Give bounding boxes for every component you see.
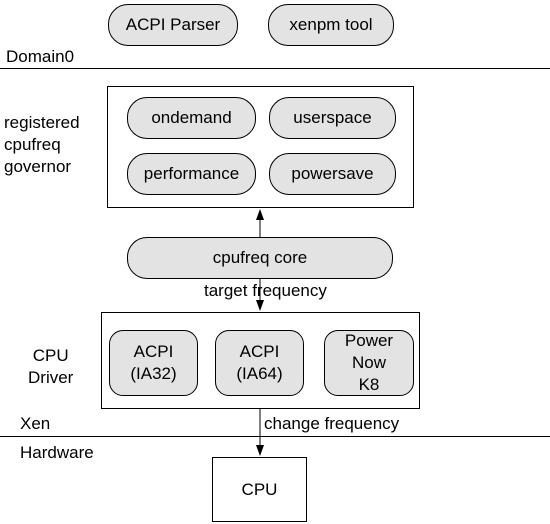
cpu-driver-frame [101, 312, 420, 409]
arrow-core-to-driver [256, 279, 264, 311]
arrow-driver-to-cpu [256, 409, 264, 456]
governor-userspace: userspace [269, 97, 396, 139]
governor-frame [107, 86, 414, 208]
governor-powersave: powersave [269, 153, 396, 195]
driver-acpi-ia64: ACPI (IA64) [215, 330, 304, 396]
governor-group-label: registered cpufreq governor [4, 113, 80, 176]
domain0-label: Domain0 [6, 47, 75, 66]
acpi-parser-node: ACPI Parser [108, 4, 238, 46]
hardware-label: Hardware [20, 443, 94, 462]
change-frequency-label: change frequency [264, 414, 400, 433]
governor-ondemand: ondemand [127, 97, 256, 139]
xen-hardware-separator [0, 436, 550, 437]
driver-powernow-k8: Power Now K8 [324, 330, 414, 396]
xenpm-tool-node: xenpm tool [268, 4, 394, 46]
target-frequency-label: target frequency [204, 281, 327, 300]
xen-label: Xen [20, 414, 51, 433]
driver-acpi-ia32: ACPI (IA32) [109, 330, 198, 396]
governor-performance: performance [127, 153, 256, 195]
cpufreq-core-node: cpufreq core [127, 237, 393, 279]
cpu-hardware-box: CPU [212, 457, 307, 522]
cpu-driver-group-label: CPU Driver [28, 346, 74, 387]
arrow-core-to-governor [256, 209, 264, 237]
domain0-separator [0, 68, 550, 69]
